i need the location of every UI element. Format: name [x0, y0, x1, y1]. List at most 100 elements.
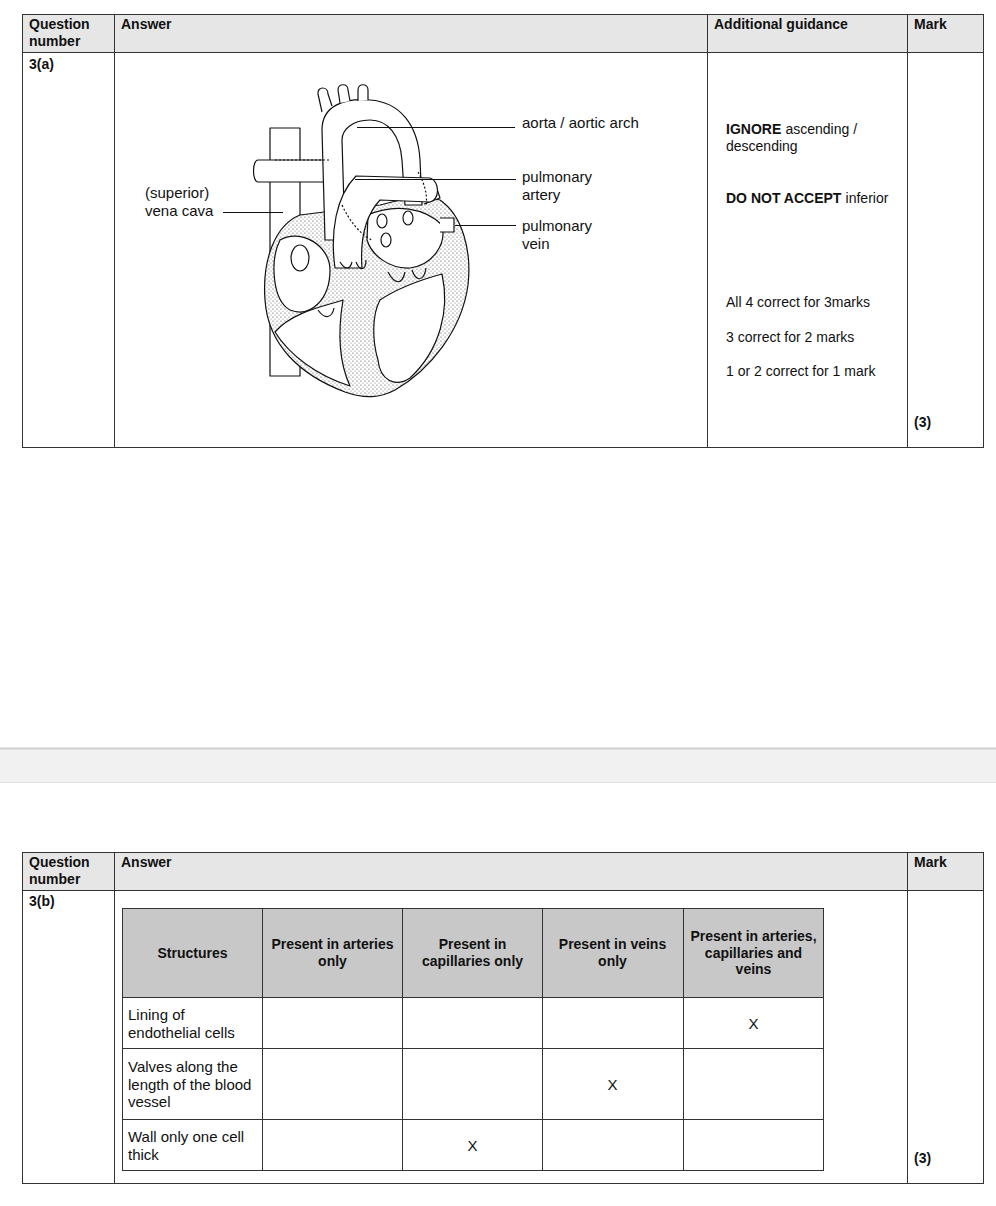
table-mark-cell: X: [406, 1121, 539, 1170]
text-holder: Present in capillaries only: [406, 936, 539, 969]
part-label: pulmonary artery: [522, 168, 612, 203]
text-holder: X: [406, 1137, 539, 1155]
bold-text: Answer: [121, 854, 172, 870]
text-holder: X: [546, 1076, 679, 1094]
table-header-cell: Present in arteries only: [266, 909, 399, 997]
text: aorta / aortic arch: [522, 114, 639, 131]
left-atrium: [367, 208, 443, 268]
text: All 4 correct for 3marks: [726, 294, 870, 310]
text: inferior: [846, 190, 889, 206]
heart-wall: [265, 195, 469, 397]
guidance-note: 3 correct for 2 marks: [726, 329, 904, 346]
table-header-cell: Present in arteries, capillaries and vei…: [687, 909, 820, 997]
page-break-band: [0, 748, 996, 783]
text-holder: 3(a): [29, 56, 109, 73]
bold-text: (3): [914, 1150, 931, 1166]
bold-text: 3(a): [29, 56, 54, 72]
vessel-opening: [403, 211, 413, 225]
table-mark-cell: X: [546, 1050, 679, 1119]
column-header: Answer: [121, 16, 321, 33]
valve-flaps: [340, 260, 366, 269]
table-3a: [23, 15, 984, 448]
text-holder: (3): [914, 1150, 980, 1167]
pulmonary-branch-left: [254, 160, 331, 182]
text: X: [467, 1137, 477, 1154]
text-holder: 1 or 2 correct for 1 mark: [726, 363, 904, 380]
bold-text: (3): [914, 414, 931, 430]
part-label: pulmonary vein: [522, 217, 612, 252]
bold-text: IGNORE: [726, 121, 781, 137]
text-holder: Lining of endothelial cells: [128, 1006, 259, 1041]
bold-text: 3(b): [29, 893, 55, 909]
left-ventricle: [374, 274, 445, 382]
valve-flaps: [318, 308, 334, 317]
bold-text: Additional guidance: [714, 16, 848, 32]
column-header: Mark: [914, 16, 980, 33]
right-ventricle: [275, 300, 350, 386]
bold-text: Mark: [914, 16, 947, 32]
bold-text: Present in arteries, capillaries and vei…: [690, 928, 816, 977]
pulmonary-trunk: [333, 176, 437, 268]
bold-text: Present in arteries only: [271, 936, 393, 969]
guidance-note: IGNOREascending / descending: [726, 121, 896, 154]
table-header-cell: Present in capillaries only: [406, 909, 539, 997]
heart-illustration: [254, 85, 469, 397]
text-holder: Valves along the length of the blood ves…: [128, 1058, 259, 1111]
text-holder: Structures: [126, 945, 259, 962]
guidance-note: 1 or 2 correct for 1 mark: [726, 363, 904, 380]
leader-line: [223, 212, 283, 213]
part-label: aorta / aortic arch: [522, 114, 702, 132]
hidden-outline: [342, 205, 372, 240]
leader-lines: [223, 128, 516, 226]
text-holder: aorta / aortic arch: [522, 114, 702, 132]
text-holder: Answer: [121, 16, 321, 33]
text-holder: 3 correct for 2 marks: [726, 329, 904, 346]
text: X: [607, 1076, 617, 1093]
bold-text: Question number: [29, 16, 90, 49]
text-holder: Answer: [121, 854, 321, 871]
guidance-note: DO NOT ACCEPT inferior: [726, 190, 904, 207]
text: pulmonary vein: [522, 217, 592, 252]
vessel-opening: [381, 233, 391, 247]
table-row-label: Wall only one cell thick: [128, 1121, 259, 1170]
valve-flaps: [388, 268, 426, 282]
bold-text: Answer: [121, 16, 172, 32]
text-holder: (superior) vena cava: [145, 184, 221, 219]
text-holder: Question number: [29, 854, 109, 887]
text-holder: Present in arteries, capillaries and vei…: [687, 928, 820, 978]
text-holder: IGNOREascending / descending: [726, 121, 896, 154]
text: Wall only one cell thick: [128, 1128, 244, 1163]
hidden-outline: [418, 172, 427, 206]
text-holder: Additional guidance: [714, 16, 904, 33]
table-mark-cell: X: [687, 999, 820, 1048]
text-holder: pulmonary vein: [522, 217, 612, 252]
text-holder: pulmonary artery: [522, 168, 612, 203]
column-header: Question number: [29, 854, 109, 887]
text: X: [748, 1015, 758, 1032]
hidden-outline: [275, 159, 330, 160]
vessel-opening: [291, 245, 309, 271]
leader-line: [455, 225, 516, 226]
bold-text: Mark: [914, 854, 947, 870]
column-header: Additional guidance: [714, 16, 904, 33]
text-holder: Question number: [29, 16, 109, 49]
right-atrium: [274, 236, 330, 312]
aortic-branch: [358, 85, 368, 101]
mark-total: (3): [914, 1150, 980, 1167]
aortic-branch: [318, 88, 332, 112]
aortic-branch: [338, 85, 350, 103]
question-number: 3(a): [29, 56, 109, 73]
text: Valves along the length of the blood ves…: [128, 1058, 251, 1110]
table-row-label: Lining of endothelial cells: [128, 999, 259, 1048]
text-holder: Present in veins only: [546, 936, 679, 969]
text-holder: Wall only one cell thick: [128, 1128, 259, 1163]
mark-total: (3): [914, 414, 980, 431]
text-holder: DO NOT ACCEPT inferior: [726, 190, 904, 207]
part-label: (superior) vena cava: [145, 184, 221, 219]
text: 3 correct for 2 marks: [726, 329, 854, 345]
text-holder: (3): [914, 414, 980, 431]
guidance-note: All 4 correct for 3marks: [726, 294, 904, 311]
bold-text: Question number: [29, 854, 90, 887]
bold-text: DO NOT ACCEPT: [726, 190, 841, 206]
